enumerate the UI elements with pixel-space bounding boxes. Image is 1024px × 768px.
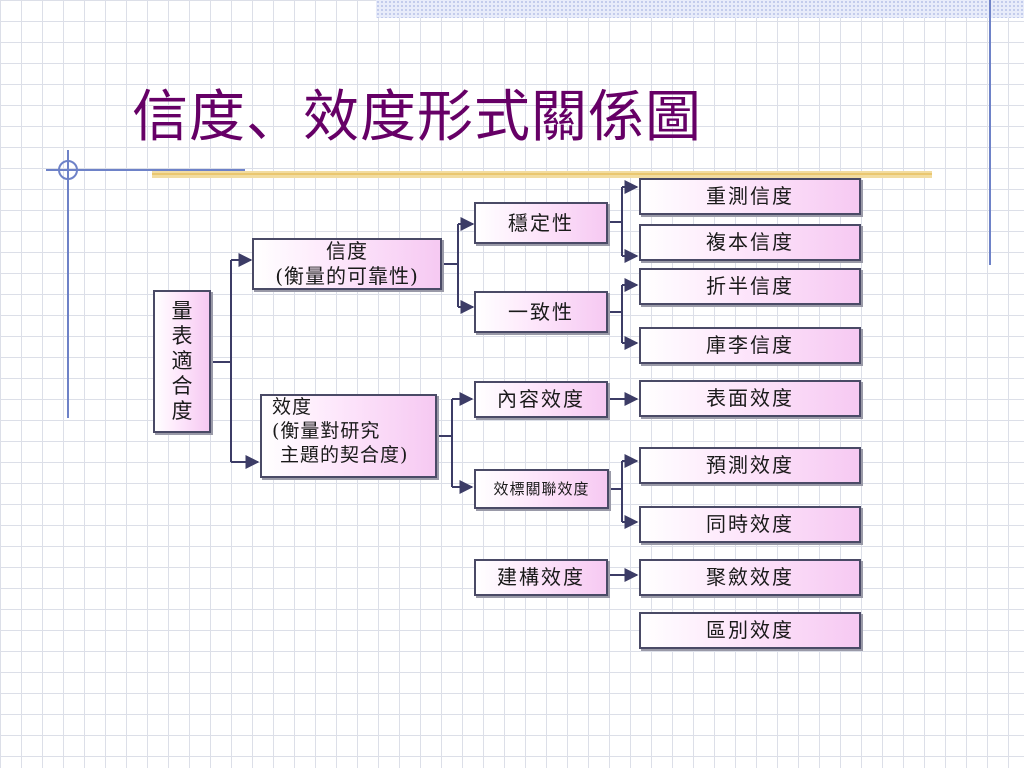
rule-crosshair-circle [58, 160, 78, 180]
node-construct-validity: 建構效度 [474, 559, 608, 596]
node-criterion-validity: 效標關聯效度 [474, 469, 609, 509]
node-discriminant-validity: 區別效度 [639, 612, 861, 649]
node-validity: 效度 (衡量對研究 主題的契合度) [260, 394, 437, 478]
top-dotted-band [376, 0, 1024, 18]
node-scale-fitness-char-1: 量 [171, 298, 193, 323]
node-reliability-description: (衡量的可靠性) [275, 264, 419, 288]
node-reliability-label: 信度 [326, 239, 368, 263]
node-scale-fitness-char-3: 適 [171, 348, 193, 373]
node-validity-label: 效度 [272, 396, 313, 418]
node-split-half-reliability: 折半信度 [639, 268, 861, 305]
node-alternate-form-reliability: 複本信度 [639, 224, 861, 261]
node-kuder-richardson-reliability: 庫李信度 [639, 327, 861, 364]
page-title: 信度、效度形式關係圖 [132, 85, 702, 150]
node-scale-fitness-char-2: 表 [171, 323, 193, 348]
node-content-validity: 內容效度 [474, 381, 608, 418]
node-scale-fitness-char-5: 度 [171, 399, 193, 424]
node-convergent-validity: 聚斂效度 [639, 559, 861, 596]
node-stability: 穩定性 [474, 202, 608, 244]
node-scale-fitness: 量 表 適 合 度 [153, 290, 211, 433]
node-reliability: 信度 (衡量的可靠性) [252, 238, 442, 290]
node-validity-description-2: 主題的契合度) [280, 443, 409, 466]
node-face-validity: 表面效度 [639, 380, 861, 417]
node-consistency: 一致性 [474, 291, 608, 333]
node-concurrent-validity: 同時效度 [639, 506, 861, 543]
node-scale-fitness-char-4: 合 [171, 374, 193, 399]
node-validity-description-1: (衡量對研究 [272, 419, 381, 442]
node-predictive-validity: 預測效度 [639, 447, 861, 484]
node-test-retest-reliability: 重測信度 [639, 178, 861, 215]
